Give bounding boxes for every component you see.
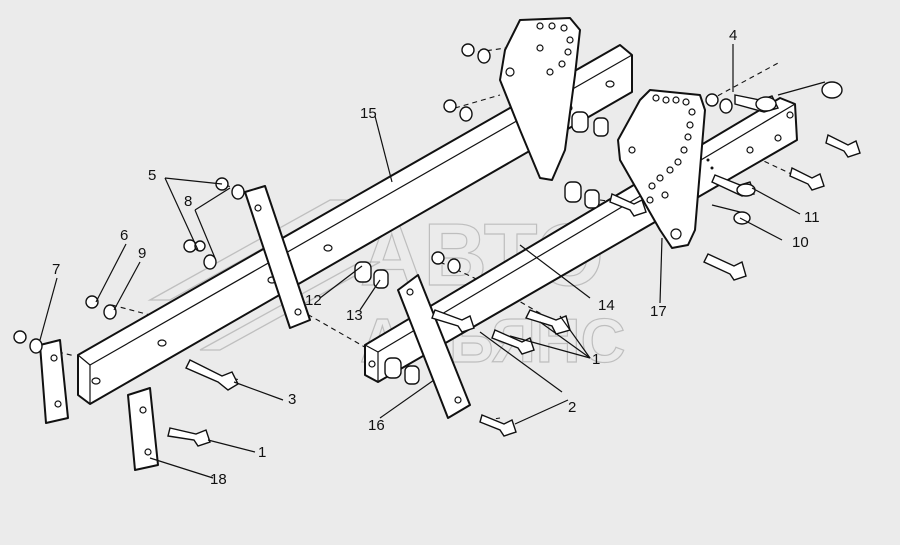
plate-7	[39, 339, 69, 424]
callout-6: 6	[120, 227, 128, 244]
callout-17: 17	[650, 303, 667, 320]
clamp-plate-16	[397, 274, 471, 419]
callout-16: 16	[368, 417, 385, 434]
callout-18: 18	[210, 471, 227, 488]
callout-5: 5	[148, 167, 156, 184]
callout-15: 15	[360, 105, 377, 122]
callout-12: 12	[305, 292, 322, 309]
pins	[706, 81, 843, 225]
callouts: 1 1 2 3 4 5 6 7 8 9 10 11 12 13 14 15 16…	[52, 27, 820, 488]
bushing-12	[354, 261, 372, 283]
callout-3: 3	[288, 391, 296, 408]
callout-9: 9	[138, 245, 146, 262]
callout-7: 7	[52, 261, 60, 278]
callout-1-bolts: 1	[592, 351, 600, 368]
plate-18	[127, 387, 159, 471]
bushings	[354, 111, 609, 385]
callout-2: 2	[568, 399, 576, 416]
callout-14: 14	[598, 297, 615, 314]
bracket-plate-upper	[499, 17, 581, 181]
fasteners-bolts	[167, 133, 861, 447]
callout-11: 11	[804, 209, 820, 226]
callout-8: 8	[184, 193, 192, 210]
clamp-plate-left	[244, 185, 311, 329]
callout-1-bolt: 1	[258, 444, 266, 461]
bracket-plate-17	[617, 89, 706, 249]
leader-lines	[39, 44, 801, 479]
callout-4: 4	[729, 27, 737, 44]
callout-13: 13	[346, 307, 363, 324]
callout-10: 10	[792, 234, 809, 251]
